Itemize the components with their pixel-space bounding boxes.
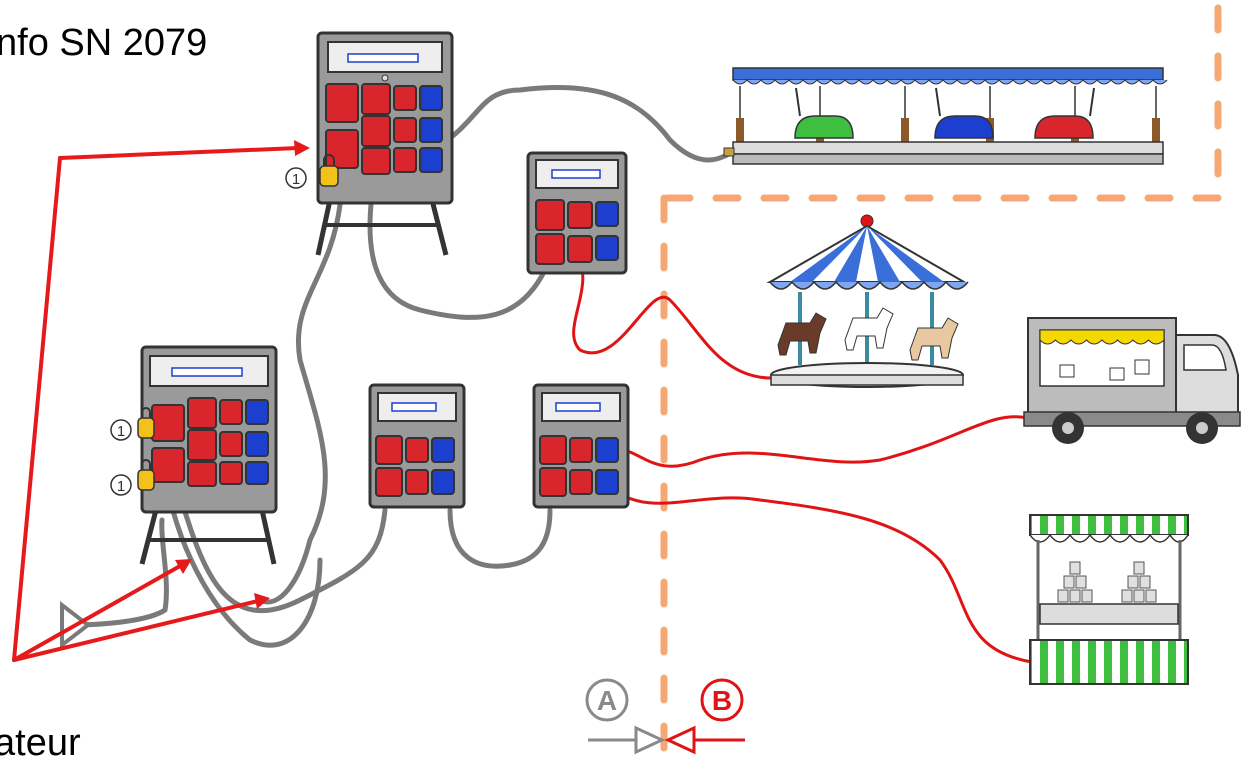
red-cables bbox=[572, 253, 1034, 664]
point-b-circle bbox=[700, 678, 744, 722]
carousel-icon bbox=[766, 214, 969, 388]
bumper-cars-icon bbox=[723, 67, 1168, 165]
cable-box3-a bbox=[172, 477, 388, 614]
lock-marker-circles bbox=[110, 167, 307, 496]
arrow-line-4 bbox=[12, 599, 260, 662]
lock-marker-2: 1 bbox=[117, 423, 125, 440]
cable-to-carousel bbox=[572, 253, 777, 380]
distribution-box-4 bbox=[368, 383, 466, 509]
point-a-label: A bbox=[597, 685, 617, 716]
footer-text: ateur bbox=[0, 722, 81, 764]
grey-cables bbox=[67, 85, 738, 648]
arrowhead-3 bbox=[175, 559, 192, 574]
distribution-box-5 bbox=[532, 383, 630, 509]
cable-to-stall bbox=[610, 486, 1034, 664]
padlock-icon bbox=[319, 154, 339, 187]
cable-supply-in bbox=[67, 517, 169, 628]
point-a-circle bbox=[585, 678, 629, 722]
cable-box1-down bbox=[257, 202, 343, 605]
boundary-lines bbox=[660, 4, 1222, 764]
arrow-line-3 bbox=[12, 564, 182, 662]
red-arrows bbox=[12, 140, 310, 662]
arrowhead-4 bbox=[254, 593, 270, 609]
arrow-line-2 bbox=[12, 156, 62, 662]
lock-marker-1: 1 bbox=[292, 171, 300, 188]
distribution-box-3 bbox=[139, 345, 278, 565]
cable-box3-b bbox=[162, 467, 323, 648]
food-truck-icon bbox=[1023, 317, 1241, 444]
padlock-icon bbox=[137, 459, 155, 491]
distribution-box-2 bbox=[526, 151, 628, 275]
title-text: nfo SN 2079 bbox=[0, 22, 208, 64]
cable-box1-to-box2 bbox=[367, 172, 548, 320]
ab-arrows bbox=[588, 725, 745, 755]
market-stall-icon bbox=[1029, 514, 1189, 685]
lock-marker-3: 1 bbox=[117, 478, 125, 495]
distribution-box-1 bbox=[315, 31, 454, 256]
cable-to-foodtruck bbox=[610, 415, 1030, 468]
arrow-line-1 bbox=[58, 146, 300, 160]
cable-box4-to-box5 bbox=[447, 507, 553, 569]
cable-box1-to-bumper bbox=[437, 85, 738, 163]
padlock-icon bbox=[137, 407, 155, 439]
point-b-label: B bbox=[712, 685, 732, 716]
arrowhead-1 bbox=[294, 140, 310, 156]
